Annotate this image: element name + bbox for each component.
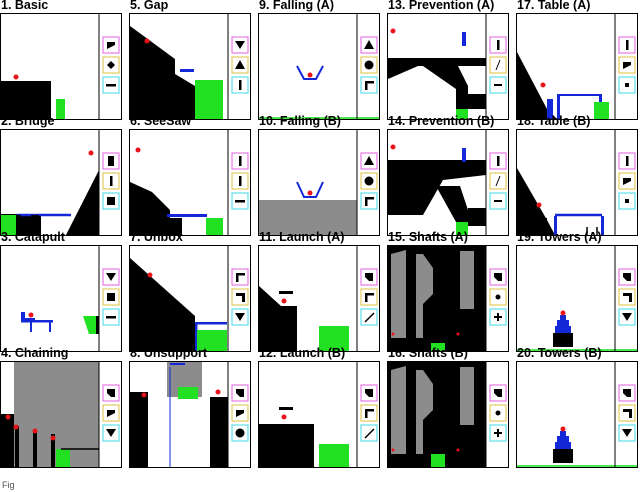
panel-scene — [0, 245, 122, 352]
panel-title: 14. Prevention (B) — [388, 114, 495, 128]
panel-title: 17. Table (A) — [517, 0, 591, 12]
scene-drawing — [388, 14, 507, 119]
panel-12: 7. Unbox — [129, 230, 251, 353]
panel-scene — [0, 13, 122, 120]
panel-title: 19. Towers (A) — [517, 230, 602, 244]
scene-drawing — [388, 246, 507, 351]
panel-2: 5. Gap — [129, 0, 251, 121]
scene-drawing — [130, 130, 249, 235]
panel-19: 16. Shafts (B) — [387, 346, 509, 469]
panel-1: 1. Basic — [0, 0, 122, 121]
scene-drawing — [259, 362, 378, 467]
panel-title: 6. SeeSaw — [130, 114, 192, 128]
panel-scene — [258, 245, 380, 352]
panel-scene — [516, 361, 638, 468]
panel-6: 2. Bridge — [0, 114, 122, 237]
panel-title: 7. Unbox — [130, 230, 183, 244]
caption-fragment: Fig — [2, 480, 15, 490]
panel-scene — [0, 361, 122, 468]
panel-scene — [258, 361, 380, 468]
panel-title: 4. Chaining — [1, 346, 69, 360]
panel-11: 3. Catapult — [0, 230, 122, 353]
panel-title: 18. Table (B) — [517, 114, 591, 128]
panel-title: 8. Unsupport — [130, 346, 208, 360]
panel-scene — [129, 245, 251, 352]
panel-13: 11. Launch (A) — [258, 230, 380, 353]
panel-5: 17. Table (A) — [516, 0, 638, 121]
panel-9: 14. Prevention (B) — [387, 114, 509, 237]
scene-drawing — [517, 246, 637, 351]
panel-4: 13. Prevention (A) — [387, 0, 509, 121]
panel-scene — [0, 129, 122, 236]
panel-15: 19. Towers (A) — [516, 230, 638, 353]
panel-title: 20. Towers (B) — [517, 346, 602, 360]
scene-drawing — [130, 246, 249, 351]
scene-drawing — [259, 14, 379, 119]
scene-drawing — [1, 130, 120, 235]
panel-10: 18. Table (B) — [516, 114, 638, 237]
panel-title: 12. Launch (B) — [259, 346, 346, 360]
panel-scene — [516, 245, 638, 352]
scene-drawing — [1, 362, 120, 467]
scene-drawing — [130, 14, 249, 119]
scene-drawing — [1, 14, 120, 119]
scene-drawing — [130, 362, 249, 467]
scene-drawing — [388, 362, 507, 467]
panel-7: 6. SeeSaw — [129, 114, 251, 237]
panel-title: 3. Catapult — [1, 230, 65, 244]
panel-20: 20. Towers (B) — [516, 346, 638, 469]
panel-scene — [129, 13, 251, 120]
panel-8: 10. Falling (B) — [258, 114, 380, 237]
scene-drawing — [517, 14, 636, 119]
panel-title: 10. Falling (B) — [259, 114, 341, 128]
scene-drawing — [517, 362, 637, 467]
scene-drawing — [259, 130, 378, 235]
panel-18: 12. Launch (B) — [258, 346, 380, 469]
panel-3: 9. Falling (A) — [258, 0, 380, 121]
panel-title: 11. Launch (A) — [259, 230, 345, 244]
panel-scene — [387, 13, 509, 120]
scene-drawing — [259, 246, 378, 351]
panel-17: 8. Unsupport — [129, 346, 251, 469]
panel-scene — [516, 13, 638, 120]
scene-drawing — [1, 246, 120, 351]
panel-title: 2. Bridge — [1, 114, 55, 128]
panel-title: 9. Falling (A) — [259, 0, 334, 12]
panel-scene — [387, 245, 509, 352]
panel-scene — [129, 361, 251, 468]
panel-scene — [258, 129, 380, 236]
panel-scene — [387, 129, 509, 236]
panel-title: 16. Shafts (B) — [388, 346, 468, 360]
panel-16: 4. Chaining — [0, 346, 122, 469]
panel-title: 15. Shafts (A) — [388, 230, 468, 244]
scene-drawing — [388, 130, 507, 235]
panel-scene — [387, 361, 509, 468]
panel-scene — [258, 13, 380, 120]
panel-scene — [516, 129, 638, 236]
panel-title: 1. Basic — [1, 0, 49, 12]
panel-14: 15. Shafts (A) — [387, 230, 509, 353]
panel-title: 13. Prevention (A) — [388, 0, 495, 12]
panel-title: 5. Gap — [130, 0, 169, 12]
scene-drawing — [517, 130, 636, 235]
panel-scene — [129, 129, 251, 236]
